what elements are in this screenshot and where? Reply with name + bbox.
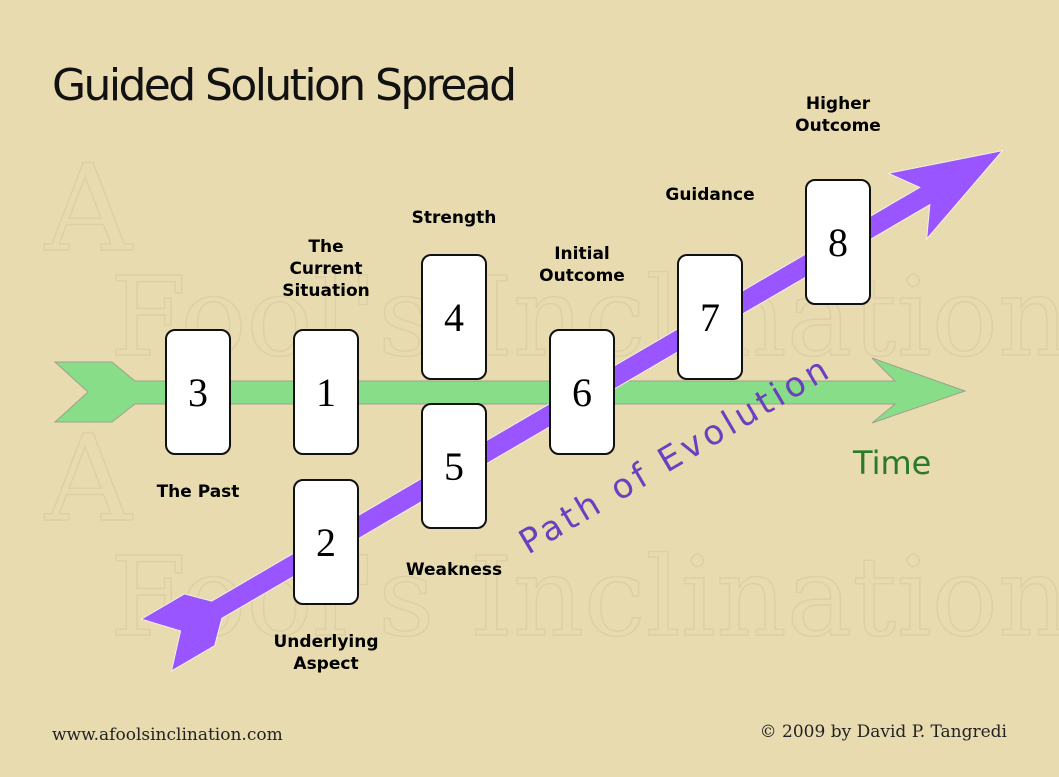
watermark-a-1: A bbox=[44, 140, 133, 279]
card-position-label: Underlying bbox=[274, 632, 379, 652]
card-shape[interactable] bbox=[293, 329, 359, 455]
card-number: 1 bbox=[316, 370, 336, 415]
time-label: Time bbox=[852, 444, 931, 482]
card-position-label: Outcome bbox=[795, 116, 881, 136]
watermark: A Fool's Inclination A Fool's Inclinatio… bbox=[43, 139, 1059, 662]
card-shape[interactable] bbox=[421, 403, 487, 529]
card-position-label: Aspect bbox=[293, 654, 358, 674]
card-shape[interactable] bbox=[677, 254, 743, 380]
card-position-label: Weakness bbox=[406, 560, 502, 580]
card-position-label: Higher bbox=[806, 94, 871, 114]
card-number: 3 bbox=[188, 370, 208, 415]
card-number: 4 bbox=[444, 295, 464, 340]
card-number: 8 bbox=[828, 220, 848, 265]
card-position-label: The bbox=[308, 237, 343, 257]
card-shape[interactable] bbox=[165, 329, 231, 455]
website-link[interactable]: www.afoolsinclination.com bbox=[52, 725, 283, 745]
card-number: 2 bbox=[316, 520, 336, 565]
card-7[interactable]: 7 Guidance bbox=[665, 185, 755, 380]
watermark-text-2: Fool's Inclination bbox=[110, 533, 1059, 661]
time-arrow bbox=[53, 357, 967, 424]
card-number: 7 bbox=[700, 295, 720, 340]
card-shape[interactable] bbox=[805, 179, 871, 305]
page-title: Guided Solution Spread bbox=[52, 60, 517, 111]
card-position-label: Situation bbox=[282, 281, 370, 301]
card-shape[interactable] bbox=[549, 329, 615, 455]
card-position-label: Current bbox=[289, 259, 362, 279]
card-position-label: Outcome bbox=[539, 266, 625, 286]
card-position-label: Guidance bbox=[665, 185, 754, 205]
card-position-label: Strength bbox=[412, 208, 497, 228]
card-position-label: Initial bbox=[554, 244, 610, 264]
card-4[interactable]: 4 Strength bbox=[412, 208, 497, 380]
card-number: 6 bbox=[572, 370, 592, 415]
card-shape[interactable] bbox=[421, 254, 487, 380]
card-number: 5 bbox=[444, 444, 464, 489]
card-shape[interactable] bbox=[293, 479, 359, 605]
card-position-label: The Past bbox=[157, 482, 240, 502]
copyright: © 2009 by David P. Tangredi bbox=[760, 722, 1008, 742]
watermark-a-2: A bbox=[44, 410, 133, 549]
